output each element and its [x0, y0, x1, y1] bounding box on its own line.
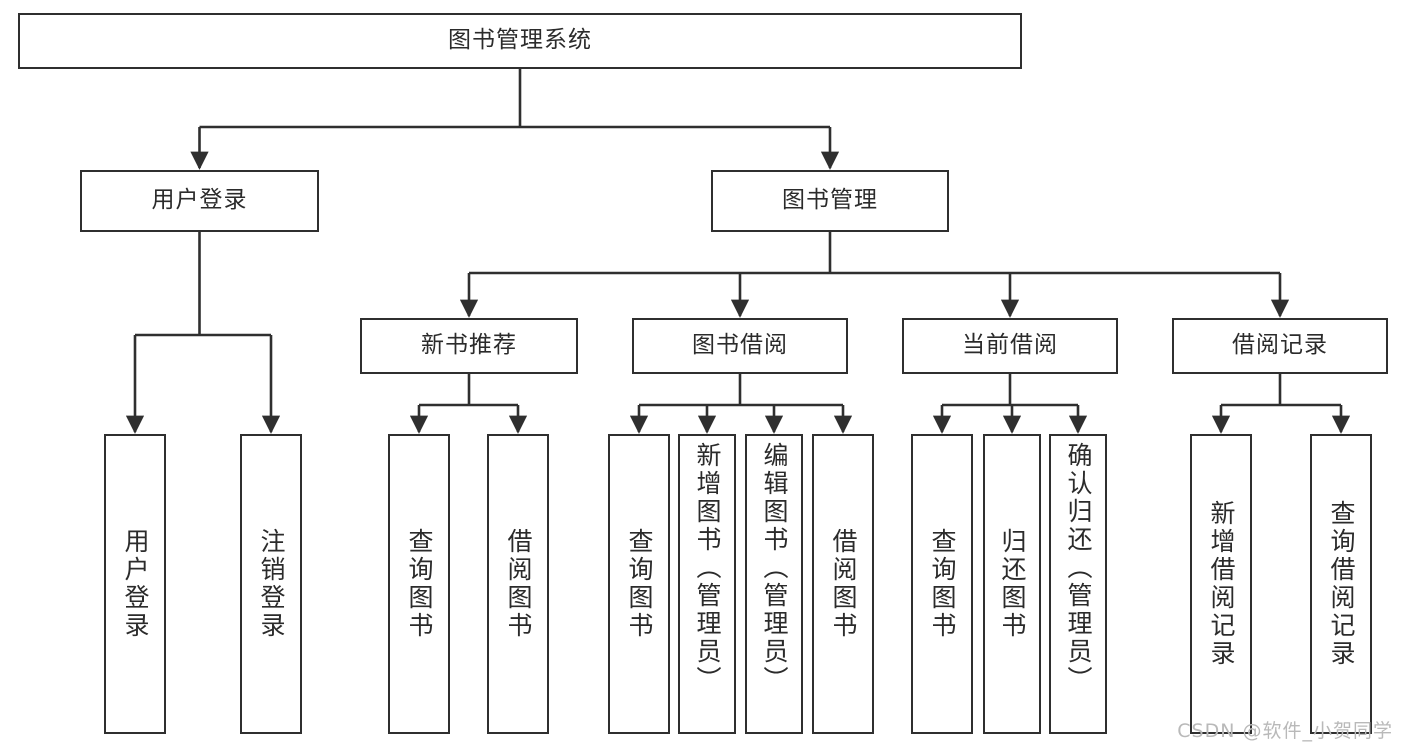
node-label: 查询图书 [405, 528, 434, 640]
node-label: 查询图书 [928, 528, 957, 640]
node-label: 归还图书 [998, 528, 1027, 640]
node-label: 用户登录 [121, 528, 150, 640]
watermark: CSDN @软件_小贺同学 [1177, 720, 1393, 742]
node-label: 注销登录 [257, 528, 286, 640]
node-leaf-edit-book-admin[interactable]: 编辑图书（管理员） [745, 434, 803, 734]
node-book-management[interactable]: 图书管理 [711, 170, 949, 232]
node-label: 查询借阅记录 [1327, 500, 1356, 668]
node-leaf-add-borrow-record[interactable]: 新增借阅记录 [1190, 434, 1252, 734]
node-label: 新书推荐 [421, 332, 517, 359]
node-label: 借阅记录 [1232, 332, 1328, 359]
edges-group [125, 69, 1351, 434]
node-label: 编辑图书（管理员） [760, 442, 789, 694]
node-leaf-user-login[interactable]: 用户登录 [104, 434, 166, 734]
node-leaf-logout[interactable]: 注销登录 [240, 434, 302, 734]
node-label: 确认归还（管理员） [1064, 442, 1093, 694]
node-label: 借阅图书 [504, 528, 533, 640]
node-current-borrow[interactable]: 当前借阅 [902, 318, 1118, 374]
node-label: 图书管理系统 [448, 27, 592, 54]
node-leaf-query-book-borrow[interactable]: 查询图书 [608, 434, 670, 734]
node-label: 用户登录 [151, 187, 248, 214]
node-leaf-borrow-book[interactable]: 借阅图书 [812, 434, 874, 734]
node-leaf-confirm-return-admin[interactable]: 确认归还（管理员） [1049, 434, 1107, 734]
node-label: 图书管理 [782, 187, 878, 214]
node-leaf-query-book-recommend[interactable]: 查询图书 [388, 434, 450, 734]
node-root-book-management-system[interactable]: 图书管理系统 [18, 13, 1022, 69]
node-label: 借阅图书 [829, 528, 858, 640]
node-leaf-add-book-admin[interactable]: 新增图书（管理员） [678, 434, 736, 734]
node-label: 当前借阅 [962, 332, 1058, 359]
node-leaf-query-book-current[interactable]: 查询图书 [911, 434, 973, 734]
node-leaf-borrow-book-recommend[interactable]: 借阅图书 [487, 434, 549, 734]
node-label: 图书借阅 [692, 332, 788, 359]
node-label: 新增图书（管理员） [693, 442, 722, 694]
node-leaf-return-book[interactable]: 归还图书 [983, 434, 1041, 734]
node-user-login[interactable]: 用户登录 [80, 170, 319, 232]
node-label: 新增借阅记录 [1207, 500, 1236, 668]
node-borrow-record[interactable]: 借阅记录 [1172, 318, 1388, 374]
node-leaf-query-borrow-record[interactable]: 查询借阅记录 [1310, 434, 1372, 734]
node-label: 查询图书 [625, 528, 654, 640]
node-new-book-recommend[interactable]: 新书推荐 [360, 318, 578, 374]
node-book-borrow[interactable]: 图书借阅 [632, 318, 848, 374]
